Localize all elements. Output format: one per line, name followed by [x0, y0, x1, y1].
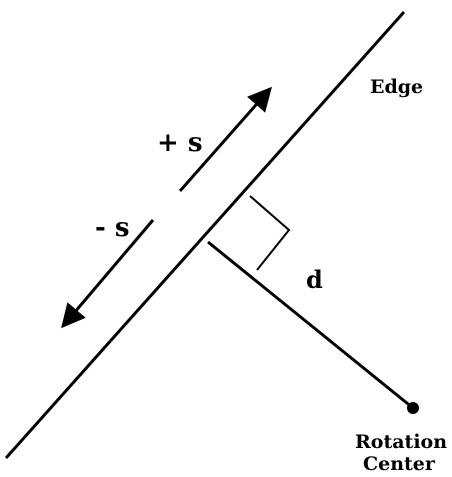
edge-line — [4, 11, 406, 459]
distance-line — [207, 240, 414, 410]
rotation-center-label-line1: Rotation — [355, 431, 447, 453]
minus-s-label: - s — [95, 213, 129, 243]
plus-s-arrow — [178, 86, 272, 192]
plus-s-label: + s — [157, 128, 202, 158]
rotation-center-label-line2: Center — [363, 453, 436, 475]
minus-s-arrow — [61, 219, 155, 329]
rotation-center-dot — [407, 402, 419, 414]
edge-label: Edge — [370, 76, 423, 98]
right-angle-marker — [249, 195, 291, 271]
distance-label: d — [306, 265, 323, 294]
